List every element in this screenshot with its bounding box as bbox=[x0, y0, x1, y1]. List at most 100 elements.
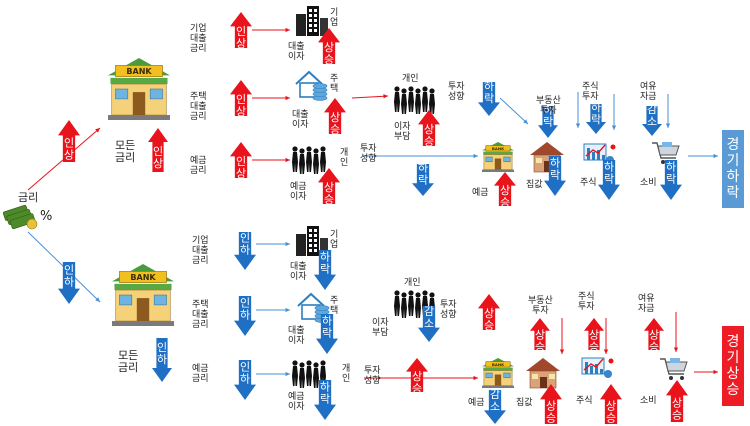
svg-text:상: 상 bbox=[412, 370, 422, 383]
deposit-top-line bbox=[252, 157, 290, 163]
people-icon-top-2 bbox=[394, 86, 435, 114]
consumption-rise-arrow: 상승 bbox=[666, 380, 688, 422]
real-estate-line-bottom bbox=[559, 318, 565, 354]
svg-text:승: 승 bbox=[649, 340, 659, 353]
invest-tendency-label-bottom-2: 투자 성향 bbox=[364, 366, 381, 386]
svg-text:인: 인 bbox=[64, 137, 74, 150]
spare-funds-rise-arrow: 상승 bbox=[644, 318, 664, 353]
house-to-individual-line bbox=[351, 94, 389, 99]
invest-tendency-rise-arrow-2: 상승 bbox=[406, 358, 428, 395]
spare-funds-label-bottom: 여유 자금 bbox=[638, 294, 655, 314]
corp-loan-interest-label-top: 대출 이자 bbox=[288, 42, 305, 62]
svg-text:소: 소 bbox=[647, 115, 657, 128]
svg-text:상: 상 bbox=[153, 157, 163, 170]
all-rates-label-bottom: 모든 금리 bbox=[118, 349, 139, 374]
svg-text:인: 인 bbox=[236, 25, 246, 38]
corp-loan-interest-label-bottom: 대출 이자 bbox=[290, 262, 307, 282]
corp-loan-rate-label-top: 기업 대출 금리 bbox=[190, 24, 207, 54]
svg-text:상: 상 bbox=[64, 149, 74, 162]
svg-text:락: 락 bbox=[320, 262, 330, 275]
interest-burden-label-top: 이자 부담 bbox=[394, 122, 411, 142]
deposit-rise-arrow-top: 상승 bbox=[494, 172, 516, 209]
house-coins-icon-top bbox=[295, 70, 328, 101]
svg-text:승: 승 bbox=[324, 53, 334, 66]
percent-label: % bbox=[40, 209, 53, 224]
all-rates-raise-arrow: 인상 bbox=[148, 128, 168, 172]
bank-icon-bottom: BANK bbox=[112, 264, 174, 326]
stock-label-bottom: 주식 bbox=[576, 396, 593, 406]
svg-text:소: 소 bbox=[424, 317, 434, 330]
svg-text:하: 하 bbox=[666, 159, 676, 173]
svg-text:상: 상 bbox=[535, 328, 545, 341]
house-price-fall-arrow: 하락 bbox=[544, 155, 566, 196]
svg-text:상: 상 bbox=[236, 167, 246, 180]
svg-text:락: 락 bbox=[550, 168, 560, 181]
stock-invest-rise-arrow: 상승 bbox=[584, 318, 604, 353]
deposit-rate-label-bottom: 예금 금리 bbox=[192, 364, 209, 384]
svg-text:승: 승 bbox=[535, 340, 545, 353]
svg-text:상: 상 bbox=[546, 400, 556, 413]
deposit-interest-label-top: 예금 이자 bbox=[290, 182, 307, 202]
real-estate-label-top: 부동산 투자 bbox=[536, 96, 561, 116]
deposit-rate-raise-arrow: 인상 bbox=[230, 142, 252, 180]
svg-text:상: 상 bbox=[324, 41, 334, 54]
svg-text:하: 하 bbox=[484, 79, 494, 93]
cart-icon-bottom bbox=[660, 358, 688, 380]
personal-label-top: 개 인 bbox=[340, 148, 349, 168]
svg-text:인: 인 bbox=[236, 93, 246, 106]
svg-text:승: 승 bbox=[589, 340, 599, 353]
svg-text:BANK: BANK bbox=[130, 273, 156, 282]
building-icon-top bbox=[296, 6, 328, 36]
corp-label-bottom: 기 업 bbox=[330, 230, 339, 250]
svg-text:감: 감 bbox=[424, 305, 434, 318]
invest-tendency-label-bottom: 투자 성향 bbox=[440, 300, 457, 320]
svg-text:락: 락 bbox=[484, 92, 494, 105]
stock-rise-arrow: 상승 bbox=[600, 384, 622, 425]
bank-icon-small-top: BANK bbox=[482, 142, 514, 172]
svg-text:하: 하 bbox=[320, 249, 330, 263]
house-loan-rate-label-bottom: 주택 대출 금리 bbox=[192, 300, 209, 330]
stock-fall-arrow: 하락 bbox=[598, 159, 620, 200]
svg-text:락: 락 bbox=[604, 172, 614, 185]
svg-text:승: 승 bbox=[484, 319, 494, 332]
invest-to-deposit-line-top bbox=[364, 153, 478, 159]
house-loan-lower-arrow: 인하 bbox=[234, 296, 256, 336]
svg-text:BANK: BANK bbox=[126, 67, 152, 76]
svg-text:상: 상 bbox=[500, 184, 510, 197]
deposit-bottom-line bbox=[256, 371, 290, 377]
svg-text:하: 하 bbox=[543, 103, 553, 117]
svg-text:락: 락 bbox=[322, 326, 332, 339]
svg-text:상: 상 bbox=[484, 307, 494, 320]
root-lower-arrow: 인하 bbox=[58, 262, 80, 304]
deposit-label-bottom: 예금 bbox=[468, 398, 485, 408]
svg-text:인: 인 bbox=[240, 231, 250, 244]
rate-label: 금리 bbox=[18, 191, 39, 204]
house-loan-interest-label-bottom: 대출 이자 bbox=[288, 326, 305, 346]
personal-label-bottom: 개 인 bbox=[342, 364, 351, 384]
stock-invest-fall-arrow: 하락 bbox=[586, 100, 606, 134]
house-price-label-top: 집값 bbox=[526, 180, 543, 190]
svg-text:소: 소 bbox=[490, 400, 500, 413]
bank-icon: BANK bbox=[108, 58, 170, 120]
corp-loan-raise-arrow: 인상 bbox=[230, 12, 252, 50]
to-econ-up-line bbox=[694, 369, 718, 375]
svg-text:락: 락 bbox=[418, 174, 428, 187]
home-icon-bottom bbox=[526, 358, 560, 389]
real-estate-fall-arrow: 하락 bbox=[538, 103, 558, 138]
svg-text:승: 승 bbox=[412, 382, 422, 395]
house-loan-interest-rise-arrow: 상승 bbox=[324, 98, 346, 136]
svg-text:인: 인 bbox=[236, 155, 246, 168]
all-rates-lower-arrow: 인하 bbox=[152, 338, 172, 382]
consumption-fall-arrow: 하락 bbox=[660, 159, 682, 200]
svg-text:상: 상 bbox=[330, 111, 340, 124]
svg-text:하: 하 bbox=[591, 100, 601, 114]
svg-text:하: 하 bbox=[157, 352, 167, 366]
stock-label-top: 주식 bbox=[580, 178, 597, 188]
deposit-label-top: 예금 bbox=[472, 188, 489, 198]
svg-text:하: 하 bbox=[240, 307, 250, 321]
svg-text:BANK: BANK bbox=[492, 146, 505, 151]
real-estate-rise-arrow: 상승 bbox=[530, 318, 550, 353]
people-icon-top bbox=[292, 146, 326, 174]
svg-text:하: 하 bbox=[320, 379, 330, 393]
